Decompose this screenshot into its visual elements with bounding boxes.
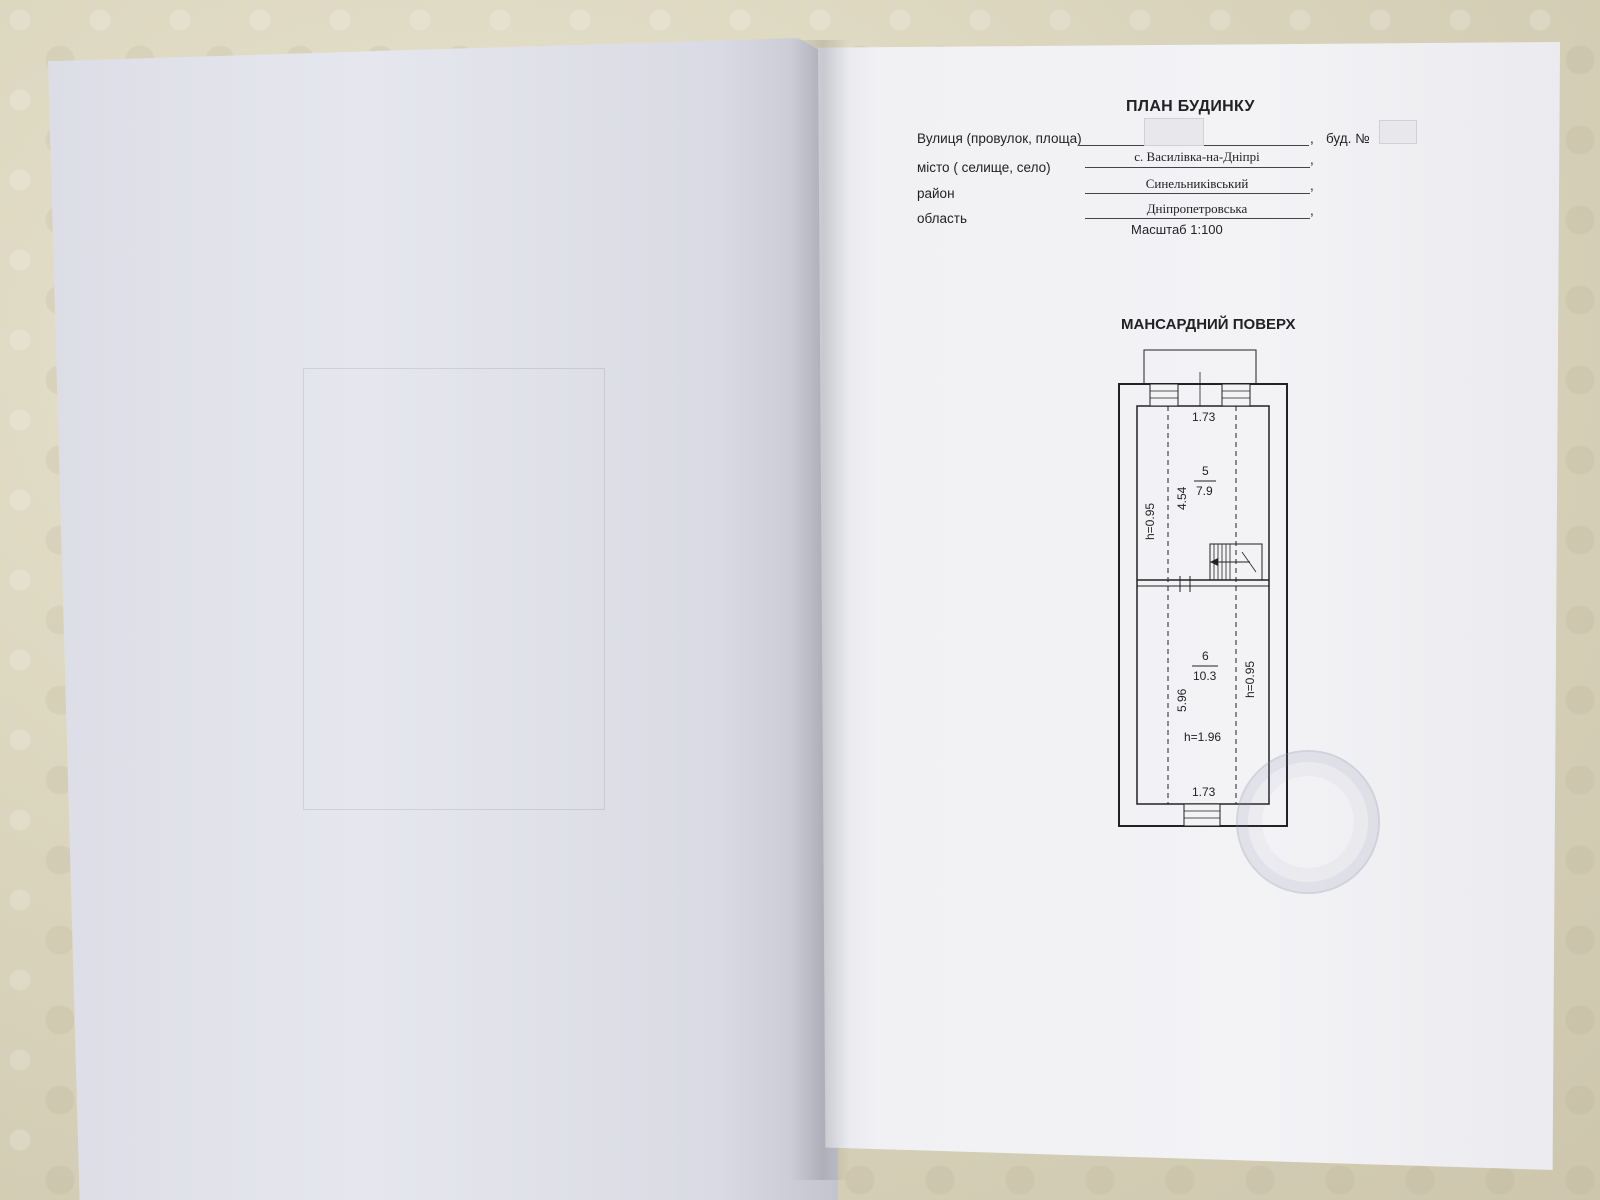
- room5-area: 7.9: [1196, 484, 1213, 498]
- district-line: [1085, 193, 1310, 194]
- city-label: місто ( селище, село): [917, 160, 1051, 175]
- window-top-right: [1221, 383, 1251, 407]
- window-bottom: [1183, 803, 1221, 827]
- city-value: с. Василівка-на-Дніпрі: [1134, 149, 1260, 164]
- building-number-redaction: [1379, 120, 1417, 144]
- district-label: район: [917, 186, 955, 201]
- street-label: Вулиця (провулок, площа): [917, 131, 1082, 146]
- left-page-bleed-through: [303, 368, 605, 810]
- official-stamp: [1236, 750, 1380, 894]
- room6-length-label: 5.96: [1175, 688, 1189, 712]
- floor-title: МАНСАРДНИЙ ПОВЕРХ: [1121, 316, 1296, 333]
- room6-number: 6: [1202, 649, 1209, 663]
- city-comma: ,: [1310, 152, 1314, 167]
- window-top-left: [1149, 383, 1179, 407]
- building-label: буд. №: [1326, 131, 1370, 146]
- region-value: Дніпропетровська: [1146, 201, 1248, 216]
- left-height-label: h=0.95: [1143, 503, 1157, 540]
- region-line: [1085, 218, 1310, 219]
- room5-number: 5: [1202, 464, 1209, 478]
- region-label: область: [917, 211, 967, 226]
- district-comma: ,: [1310, 178, 1314, 193]
- roof-outline: [1143, 349, 1257, 384]
- left-page: [48, 38, 838, 1200]
- street-comma: ,: [1310, 131, 1314, 146]
- city-line: [1085, 167, 1310, 168]
- document-title: ПЛАН БУДИНКУ: [1126, 98, 1255, 115]
- region-comma: ,: [1310, 203, 1314, 218]
- right-height-label: h=0.95: [1243, 661, 1257, 698]
- outer-wall: [1118, 383, 1288, 827]
- room5-length-label: 4.54: [1175, 486, 1189, 510]
- room6-width-label: 1.73: [1192, 785, 1216, 799]
- street-redaction: [1144, 118, 1204, 146]
- room6-area: 10.3: [1193, 669, 1217, 683]
- scale-label: Масштаб 1:100: [1131, 222, 1223, 237]
- room5-width-label: 1.73: [1192, 410, 1216, 424]
- book-spine: [790, 40, 850, 1180]
- right-page: [818, 42, 1560, 1170]
- district-value: Синельниківський: [1145, 176, 1249, 191]
- center-height-label: h=1.96: [1184, 730, 1221, 744]
